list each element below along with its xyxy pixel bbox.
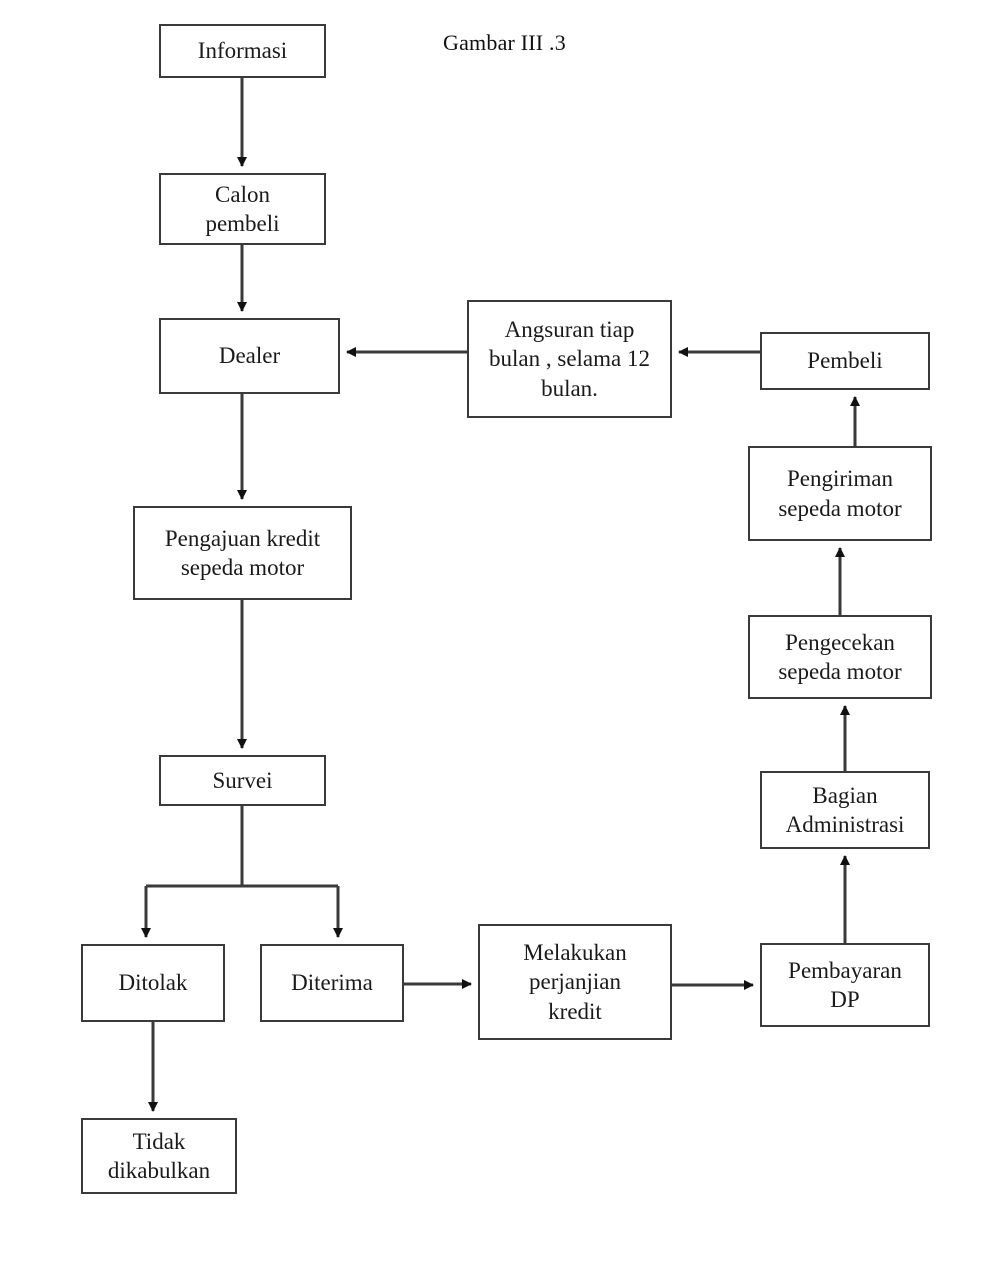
node-angsuran[interactable]: Angsuran tiap bulan , selama 12 bulan.: [467, 300, 672, 418]
node-pembeli[interactable]: Pembeli: [760, 332, 930, 390]
node-tidak-dikabulkan[interactable]: Tidak dikabulkan: [81, 1118, 237, 1194]
node-survei[interactable]: Survei: [159, 755, 326, 806]
figure-title: Gambar III .3: [443, 30, 566, 55]
node-informasi[interactable]: Informasi: [159, 24, 326, 78]
node-pembayaran-dp[interactable]: Pembayaran DP: [760, 943, 930, 1027]
node-bagian-administrasi[interactable]: Bagian Administrasi: [760, 771, 930, 849]
node-ditolak[interactable]: Ditolak: [81, 944, 225, 1022]
node-diterima[interactable]: Diterima: [260, 944, 404, 1022]
node-dealer[interactable]: Dealer: [159, 318, 340, 394]
node-calon-pembeli[interactable]: Calon pembeli: [159, 173, 326, 245]
node-pengiriman-sepeda-motor[interactable]: Pengiriman sepeda motor: [748, 446, 932, 541]
node-melakukan-perjanjian-kredit[interactable]: Melakukan perjanjian kredit: [478, 924, 672, 1040]
node-pengecekan-sepeda-motor[interactable]: Pengecekan sepeda motor: [748, 615, 932, 699]
node-pengajuan-kredit[interactable]: Pengajuan kredit sepeda motor: [133, 506, 352, 600]
